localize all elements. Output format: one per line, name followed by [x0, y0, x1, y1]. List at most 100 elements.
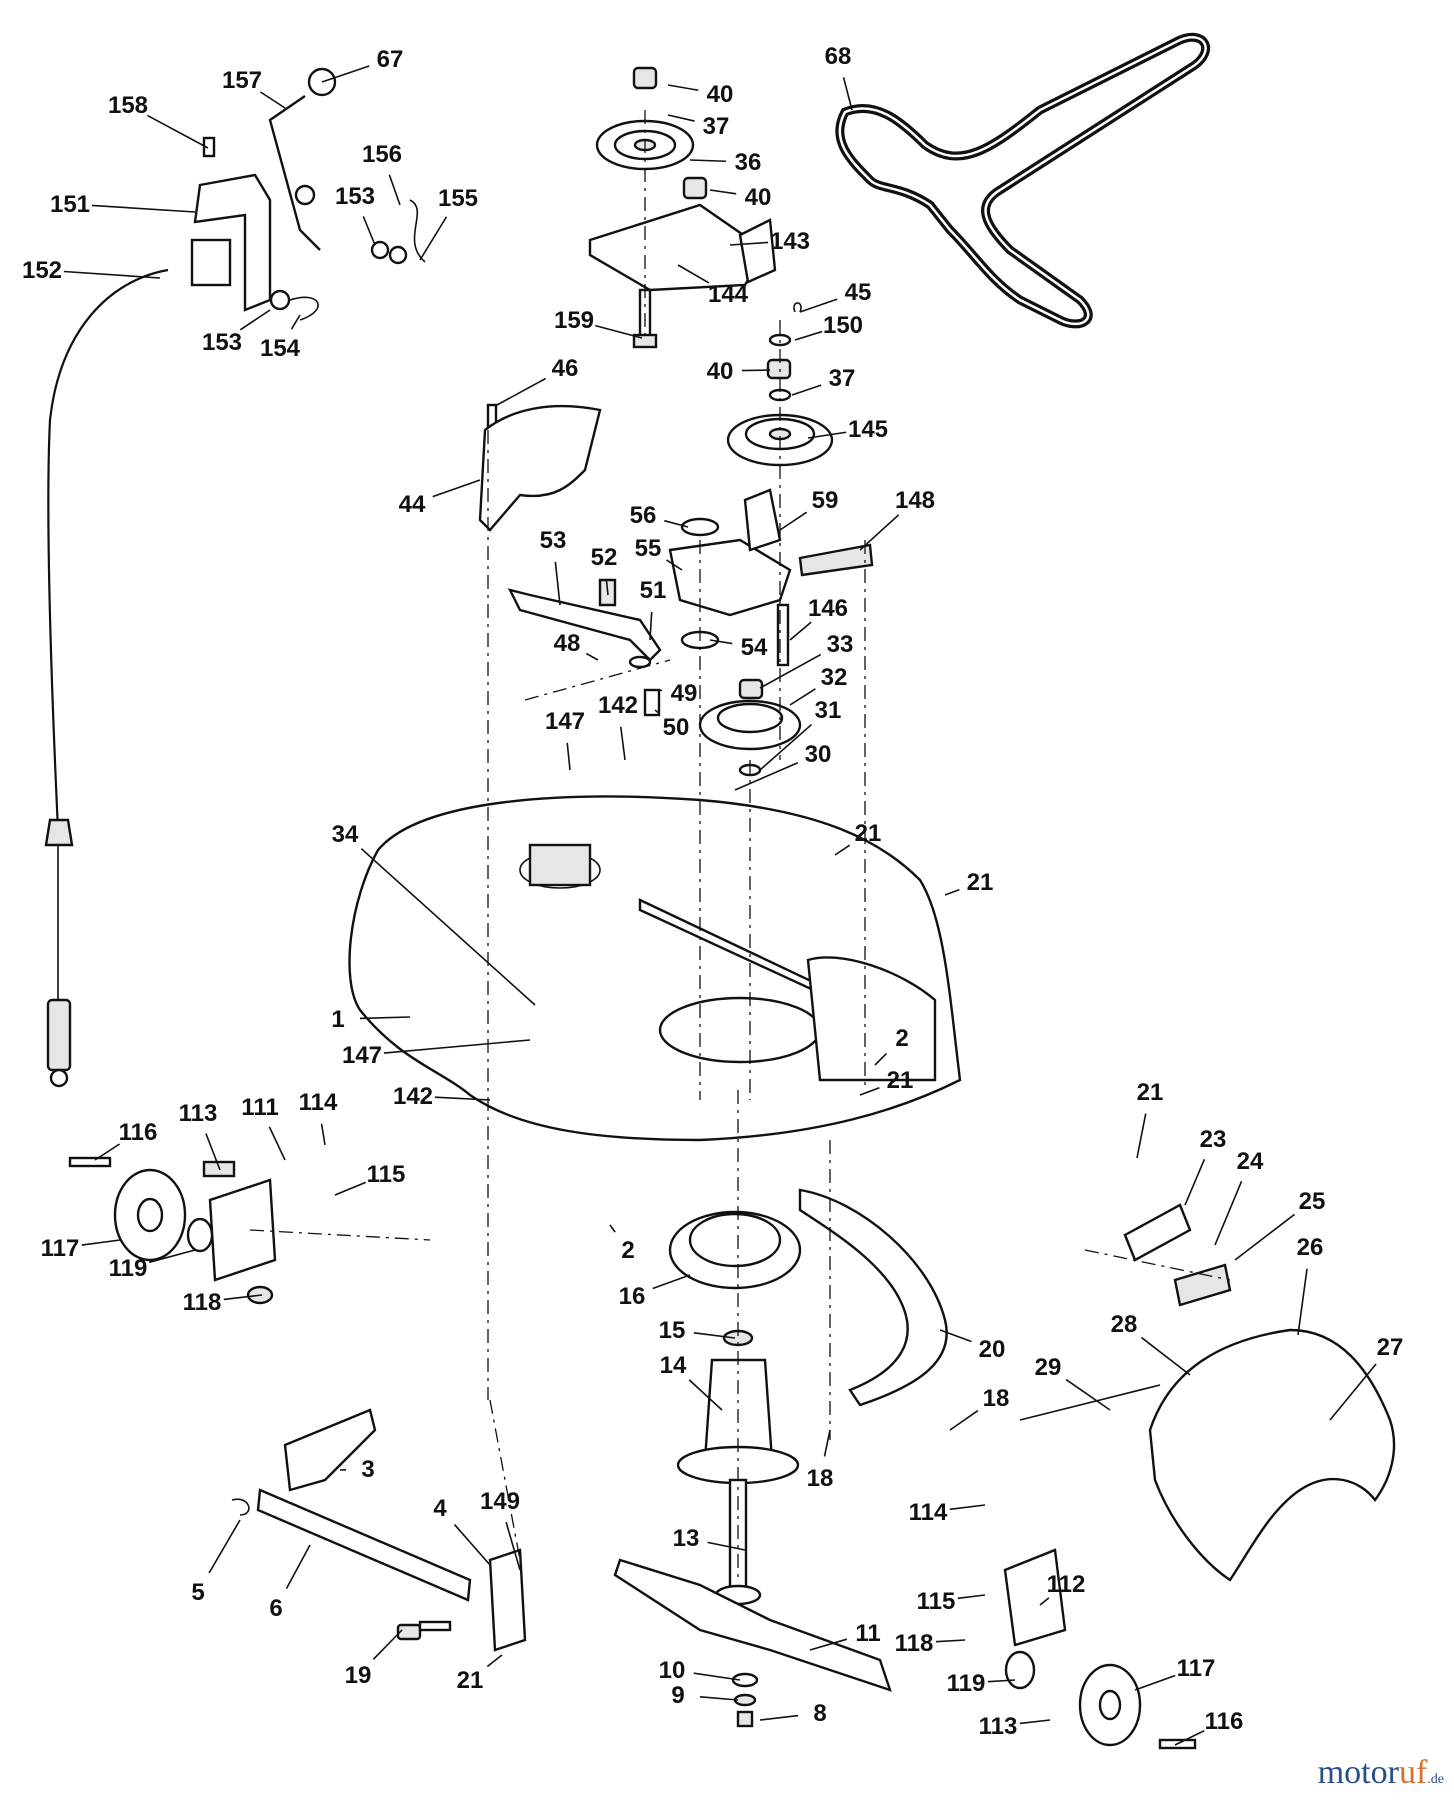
- idler-bracket-top: [588, 66, 777, 349]
- callout-label-113: 113: [979, 1713, 1018, 1740]
- callout-label-48: 48: [554, 630, 581, 657]
- callout-label-142: 142: [598, 692, 638, 719]
- callout-label-116: 116: [1205, 1708, 1244, 1735]
- callout-leader-149: [505, 1521, 521, 1571]
- callout-leader-148: [859, 514, 900, 551]
- callout-label-28: 28: [1111, 1311, 1138, 1338]
- callout-leader-143: [729, 241, 769, 246]
- callout-leader-142: [619, 726, 626, 761]
- callout-label-54: 54: [741, 634, 768, 661]
- callout-leader-28: [1140, 1336, 1191, 1376]
- callout-leader-156: [388, 174, 401, 206]
- callout-leader-117: [1134, 1674, 1176, 1691]
- callout-label-155: 155: [438, 185, 478, 212]
- callout-label-34: 34: [332, 821, 359, 848]
- callout-leader-145: [807, 431, 847, 439]
- mandrel-pulley: [698, 678, 802, 777]
- callout-leader-15: [693, 1331, 736, 1339]
- callout-label-50: 50: [663, 714, 690, 741]
- callout-leader-154: [290, 314, 301, 330]
- idler-arm-assembly: [507, 488, 874, 717]
- callout-label-16: 16: [619, 1283, 646, 1310]
- callout-label-21: 21: [1137, 1079, 1164, 1106]
- callout-leader-31: [759, 723, 813, 771]
- callout-leader-19: [372, 1629, 403, 1660]
- callout-label-9: 9: [671, 1682, 684, 1709]
- callout-label-115: 115: [367, 1161, 406, 1188]
- gauge-wheel-left: [68, 1156, 277, 1305]
- callout-leader-52: [605, 578, 609, 596]
- callout-leader-153: [362, 216, 376, 246]
- lift-linkage: [231, 1408, 527, 1652]
- callout-label-36: 36: [735, 149, 762, 176]
- callout-label-113: 113: [179, 1100, 218, 1127]
- callout-label-29: 29: [1035, 1354, 1062, 1381]
- callout-label-5: 5: [191, 1579, 204, 1606]
- callout-leader-56: [664, 519, 689, 528]
- callout-label-59: 59: [812, 487, 839, 514]
- callout-label-30: 30: [805, 741, 832, 768]
- control-cable: [44, 268, 169, 1088]
- lift-lever-assembly: [190, 67, 426, 321]
- callout-label-147: 147: [545, 708, 585, 735]
- callout-leader-115: [334, 1181, 366, 1196]
- callout-label-148: 148: [895, 487, 935, 514]
- spindle-assembly: [668, 1210, 802, 1606]
- callout-label-147: 147: [342, 1042, 382, 1069]
- callout-leader-16: [652, 1274, 691, 1290]
- deck-baffle: [798, 1188, 948, 1407]
- callout-leader-45: [799, 298, 838, 313]
- callout-label-3: 3: [361, 1456, 374, 1483]
- callout-label-116: 116: [119, 1119, 158, 1146]
- callout-label-40: 40: [707, 358, 734, 385]
- callout-label-154: 154: [260, 335, 301, 362]
- callout-leader-40: [741, 369, 771, 372]
- callout-leader-29: [1065, 1378, 1111, 1411]
- callout-leader-51: [649, 611, 653, 641]
- callout-label-6: 6: [269, 1595, 282, 1622]
- callout-label-11: 11: [855, 1620, 880, 1647]
- callout-label-37: 37: [703, 113, 730, 140]
- callout-leader-26: [1297, 1268, 1308, 1336]
- callout-leader-152: [63, 270, 161, 279]
- callout-leader-40: [709, 189, 737, 195]
- callout-leader-33: [759, 653, 822, 689]
- callout-label-119: 119: [947, 1670, 986, 1697]
- callout-leader-50: [654, 709, 660, 714]
- callout-leader-118: [223, 1294, 263, 1301]
- callout-leader-18: [823, 1429, 831, 1457]
- callout-label-13: 13: [673, 1525, 700, 1552]
- callout-label-149: 149: [480, 1488, 520, 1515]
- callout-leader-36: [689, 159, 727, 163]
- callout-leader-21: [486, 1654, 503, 1668]
- callout-leader-21: [1136, 1113, 1147, 1159]
- callout-leader-119: [149, 1249, 196, 1264]
- callout-leader-147: [566, 742, 571, 771]
- watermark-part-a: motor: [1317, 1754, 1399, 1791]
- callout-leader-151: [91, 204, 196, 213]
- callout-label-24: 24: [1237, 1148, 1264, 1175]
- callout-label-32: 32: [821, 664, 848, 691]
- callout-label-157: 157: [222, 67, 262, 94]
- callout-label-68: 68: [825, 43, 852, 70]
- callout-leader-13: [707, 1541, 746, 1551]
- watermark-suffix: .de: [1427, 1772, 1444, 1787]
- callout-label-40: 40: [707, 81, 734, 108]
- callout-leader-27: [1329, 1363, 1377, 1421]
- callout-label-114: 114: [299, 1089, 338, 1116]
- callout-leader-119: [987, 1679, 1016, 1683]
- callout-leader-144: [677, 264, 710, 284]
- callout-leader-21: [859, 1086, 880, 1096]
- callout-label-4: 4: [433, 1495, 447, 1522]
- callout-leader-46: [496, 377, 547, 406]
- callout-leader-1: [359, 1016, 411, 1020]
- callout-label-158: 158: [108, 92, 148, 119]
- callout-leader-59: [779, 511, 808, 531]
- callout-leader-115: [957, 1594, 986, 1600]
- callout-leader-111: [268, 1126, 286, 1161]
- callout-label-25: 25: [1299, 1188, 1326, 1215]
- callout-label-55: 55: [635, 535, 662, 562]
- callout-leader-2: [609, 1224, 616, 1233]
- callout-leader-21: [834, 844, 851, 856]
